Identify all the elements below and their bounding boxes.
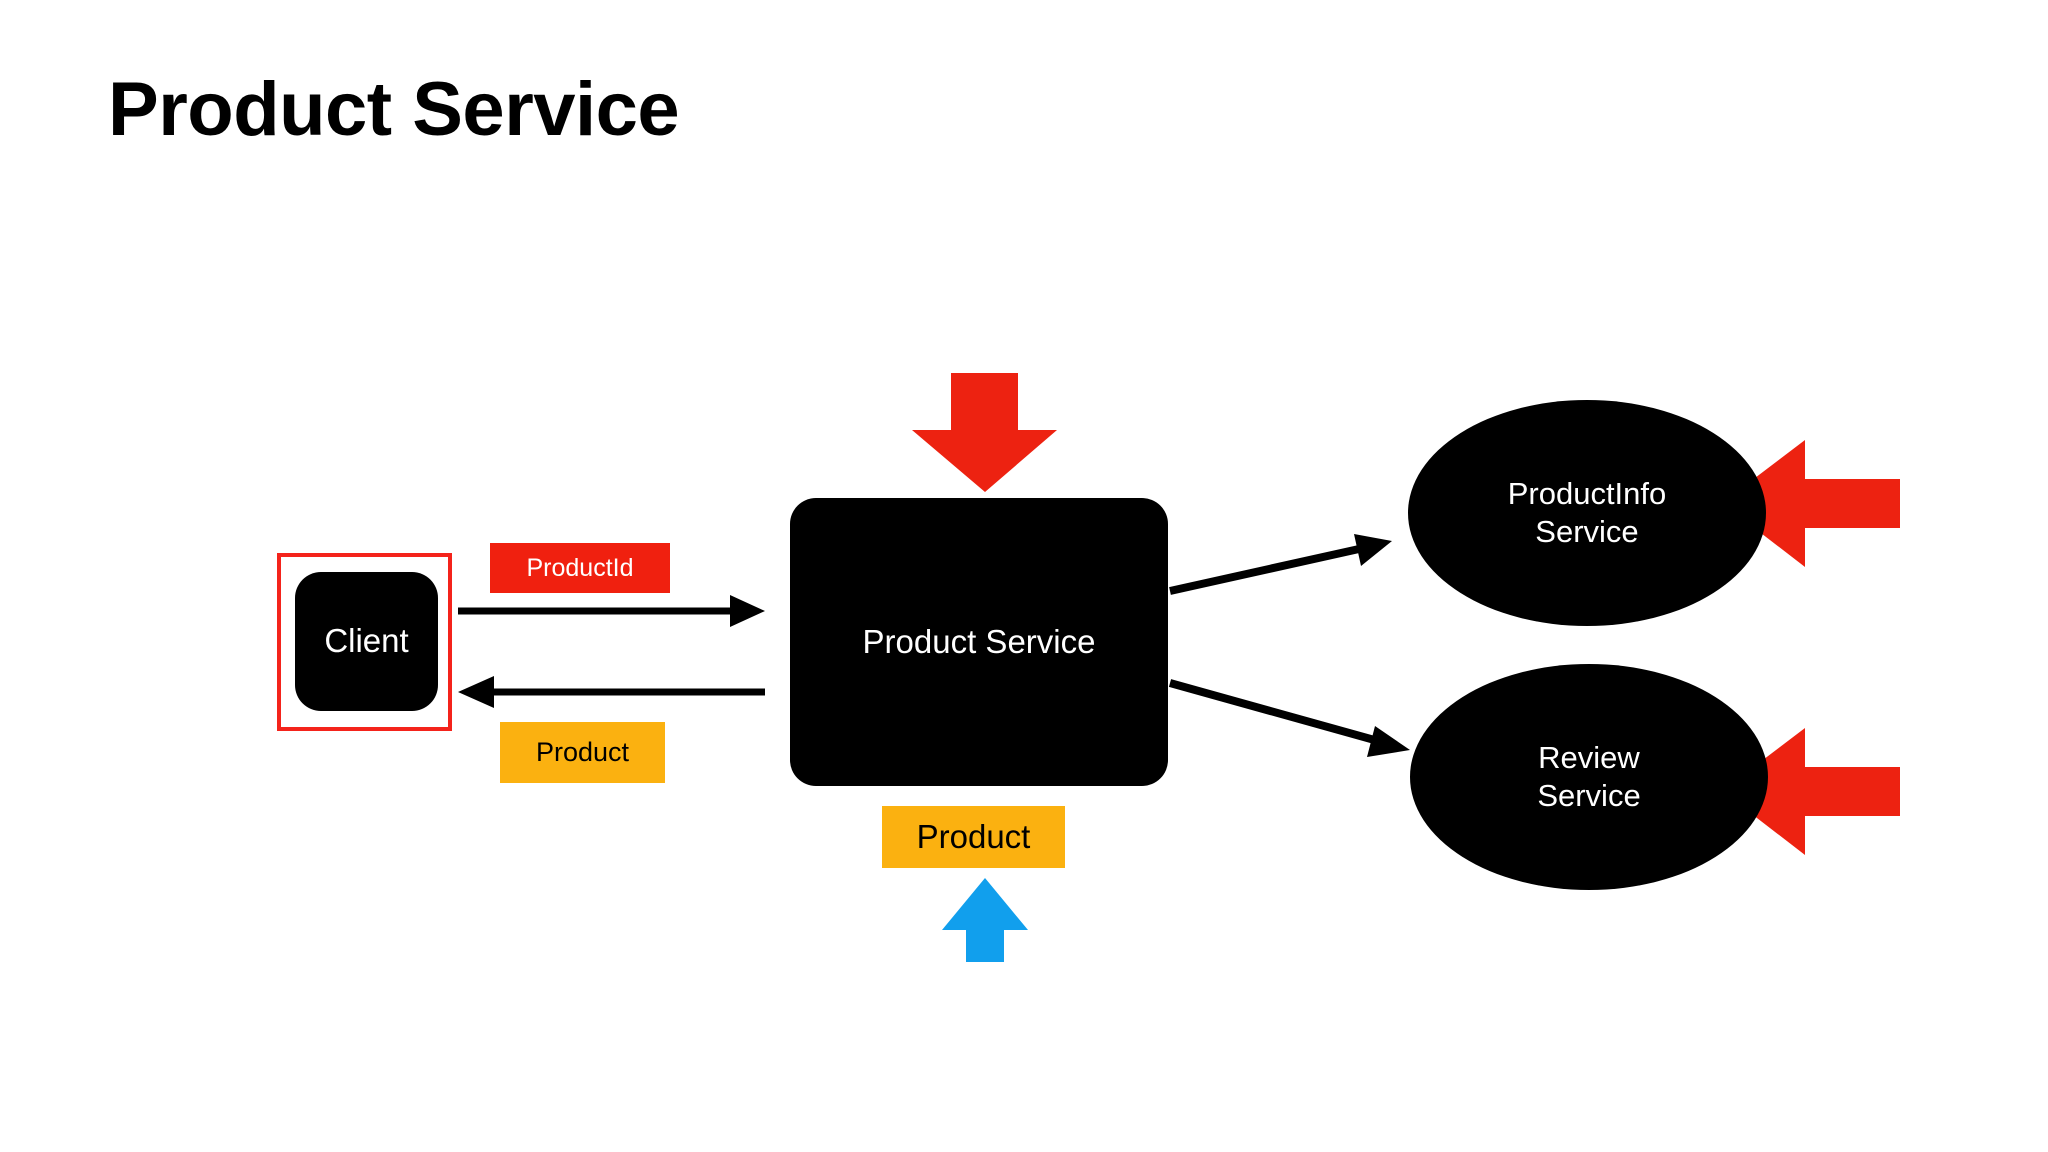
- message-label-product-response: Product: [500, 722, 665, 783]
- message-label-product-aggregate: Product: [882, 806, 1065, 868]
- arrow-down-icon: [912, 373, 1057, 492]
- node-review-service[interactable]: Review Service: [1410, 664, 1768, 890]
- node-client[interactable]: Client: [295, 572, 438, 711]
- message-label-product-response-text: Product: [535, 737, 630, 767]
- node-review-service-label-line1: Review: [1538, 740, 1640, 776]
- node-productinfo-service-label: ProductInfo Service: [1508, 475, 1667, 551]
- message-label-productid-text: ProductId: [526, 553, 634, 582]
- node-product-service-label: Product Service: [862, 622, 1096, 660]
- node-review-service-label-line2: Service: [1537, 778, 1641, 813]
- node-productinfo-service-label-line1: ProductInfo: [1507, 476, 1667, 512]
- message-label-product-aggregate-text: Product: [916, 818, 1031, 855]
- node-client-label: Client: [324, 622, 409, 660]
- node-product-service[interactable]: Product Service: [790, 498, 1168, 786]
- arrow-diagonal-up-right-icon: [1169, 534, 1392, 595]
- node-productinfo-service-label-line2: Service: [1535, 514, 1639, 549]
- page-title: Product Service: [108, 67, 680, 152]
- arrow-left-icon: [458, 676, 765, 708]
- node-productinfo-service[interactable]: ProductInfo Service: [1408, 400, 1766, 626]
- node-review-service-label: Review Service: [1537, 739, 1640, 815]
- arrow-right-icon: [458, 595, 765, 627]
- message-label-productid: ProductId: [490, 543, 670, 593]
- arrow-diagonal-down-right-icon: [1168, 679, 1410, 757]
- client-highlight-box: [277, 553, 452, 731]
- arrow-up-icon: [942, 878, 1028, 962]
